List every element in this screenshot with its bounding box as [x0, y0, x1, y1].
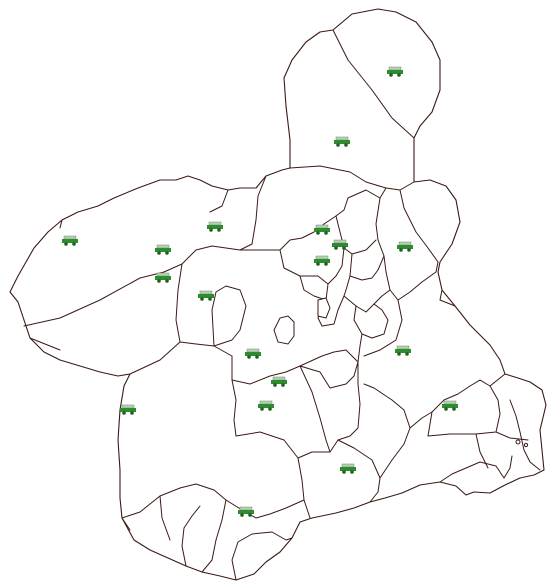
- green-vehicle-icon[interactable]: [207, 221, 223, 232]
- green-vehicle-icon[interactable]: [387, 66, 403, 77]
- green-vehicle-icon[interactable]: [334, 136, 350, 147]
- green-vehicle-icon[interactable]: [238, 506, 254, 517]
- markers-layer: [62, 66, 458, 517]
- green-vehicle-icon[interactable]: [271, 376, 287, 387]
- green-vehicle-icon[interactable]: [442, 400, 458, 411]
- green-vehicle-icon[interactable]: [314, 224, 330, 235]
- enclave: [273, 315, 295, 345]
- green-vehicle-icon[interactable]: [332, 239, 348, 250]
- green-vehicle-icon[interactable]: [314, 255, 330, 266]
- green-vehicle-icon[interactable]: [245, 348, 261, 359]
- island: [515, 439, 521, 445]
- enclave: [317, 297, 331, 319]
- green-vehicle-icon[interactable]: [198, 290, 214, 301]
- green-vehicle-icon[interactable]: [397, 241, 413, 252]
- green-vehicle-icon[interactable]: [155, 272, 171, 283]
- island: [523, 442, 529, 448]
- lagoon-outline: [509, 399, 541, 471]
- green-vehicle-icon[interactable]: [62, 235, 78, 246]
- green-vehicle-icon[interactable]: [155, 244, 171, 255]
- green-vehicle-icon[interactable]: [120, 404, 136, 415]
- region-outline: [9, 8, 547, 581]
- green-vehicle-icon[interactable]: [395, 345, 411, 356]
- green-vehicle-icon[interactable]: [340, 463, 356, 474]
- green-vehicle-icon[interactable]: [258, 400, 274, 411]
